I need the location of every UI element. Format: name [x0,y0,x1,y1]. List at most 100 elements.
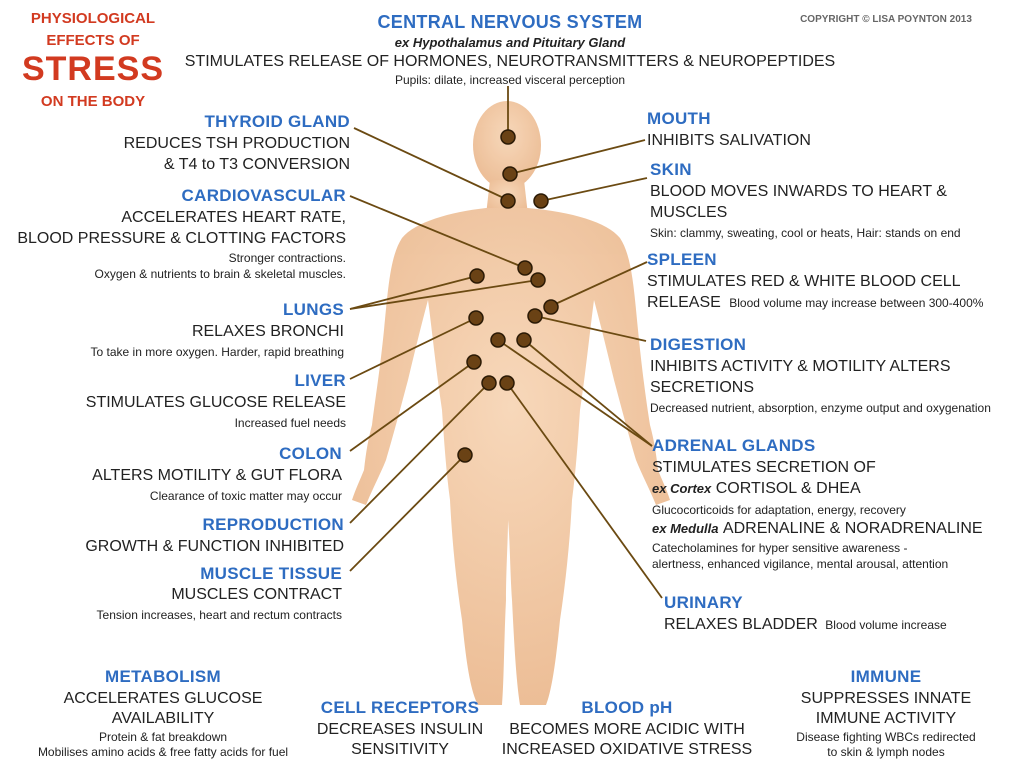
lungs-heading: LUNGS [283,300,344,319]
lungs-line1: RELAXES BRONCHI [191,323,344,340]
dot-muscle [457,447,473,463]
adrenal-block: ADRENAL GLANDS STIMULATES SECRETION OF e… [652,436,983,571]
dot-thyroid [500,193,516,209]
cns-block: CENTRAL NERVOUS SYSTEM ex Hypothalamus a… [170,12,850,87]
reproduction-heading: REPRODUCTION [202,515,344,534]
spleen-line2-row: RELEASE Blood volume may increase betwee… [647,294,983,312]
metabolism-heading: METABOLISM [104,667,221,686]
skin-heading: SKIN [650,160,692,179]
organ-dots [457,129,559,463]
dot-cardio [517,260,533,276]
spleen-detail: Blood volume may increase between 300-40… [729,296,984,310]
muscle-block: MUSCLE TISSUE MUSCLES CONTRACT Tension i… [97,564,342,622]
liver-detail: Increased fuel needs [234,416,346,430]
urinary-row: RELAXES BLADDER Blood volume increase [664,616,947,634]
mouth-line1: INHIBITS SALIVATION [647,132,811,149]
title-stress: STRESS [21,50,165,88]
adrenal-detail3: alertness, enhanced vigilance, mental ar… [652,557,949,571]
blood-ph-line2: INCREASED OXIDATIVE STRESS [501,741,753,758]
dot-mouth [502,166,518,182]
dot-reproduction [481,375,497,391]
muscle-line1: MUSCLES CONTRACT [171,586,342,603]
adrenal-cortex-row: ex Cortex CORTISOL & DHEA [652,480,983,498]
cns-subheading: ex Hypothalamus and Pituitary Gland [394,35,626,50]
cns-heading: CENTRAL NERVOUS SYSTEM [377,12,643,32]
digestion-line1: INHIBITS ACTIVITY & MOTILITY ALTERS [650,358,951,375]
urinary-block: URINARY RELAXES BLADDER Blood volume inc… [664,593,947,634]
thyroid-line2: & T4 to T3 CONVERSION [163,156,350,173]
adrenal-detail2: Catecholamines for hyper sensitive aware… [652,541,908,555]
liver-line1: STIMULATES GLUCOSE RELEASE [85,394,346,411]
dot-liver [468,310,484,326]
cns-detail: Pupils: dilate, increased visceral perce… [394,73,626,87]
adrenal-medulla-text: ADRENALINE & NORADRENALINE [722,520,983,537]
blood-ph-line1: BECOMES MORE ACIDIC WITH [509,721,745,738]
dot-colon [466,354,482,370]
thyroid-line1: REDUCES TSH PRODUCTION [123,135,350,152]
immune-heading: IMMUNE [850,667,922,686]
metabolism-line1: ACCELERATES GLUCOSE [63,690,263,707]
immune-line2: IMMUNE ACTIVITY [815,710,957,727]
colon-heading: COLON [279,444,342,463]
adrenal-cortex-text: CORTISOL & DHEA [715,480,861,497]
dot-urinary [499,375,515,391]
connector-lines [349,86,663,599]
copyright: COPYRIGHT © LISA POYNTON 2013 [800,14,972,25]
cardio-heading: CARDIOVASCULAR [181,186,346,205]
cell-receptors-line2: SENSITIVITY [351,741,449,758]
title-line4: ON THE BODY [40,93,146,110]
lungs-detail: To take in more oxygen. Harder, rapid br… [90,345,344,359]
urinary-heading: URINARY [664,593,743,612]
spleen-heading: SPLEEN [647,250,717,269]
cardio-block: CARDIOVASCULAR ACCELERATES HEART RATE, B… [17,186,346,281]
thyroid-heading: THYROID GLAND [204,112,350,131]
cardio-detail2: Oxygen & nutrients to brain & skeletal m… [94,267,346,281]
dot-lung-left [469,268,485,284]
dot-adrenal-left [490,332,506,348]
reproduction-line1: GROWTH & FUNCTION INHIBITED [85,538,344,555]
dot-digestion [527,308,543,324]
metabolism-detail1: Protein & fat breakdown [98,730,228,744]
muscle-detail: Tension increases, heart and rectum cont… [96,608,342,622]
cell-receptors-block: CELL RECEPTORS DECREASES INSULIN SENSITI… [300,698,500,759]
blood-ph-block: BLOOD pH BECOMES MORE ACIDIC WITH INCREA… [497,698,757,759]
spleen-line2: RELEASE [647,294,721,311]
title-line2: EFFECTS OF [46,32,140,49]
cardio-line1: ACCELERATES HEART RATE, [121,209,346,226]
cell-receptors-line1: DECREASES INSULIN [316,721,484,738]
skin-line2: MUSCLES [650,204,728,221]
metabolism-detail2: Mobilises amino acids & free fatty acids… [37,745,289,759]
dot-spleen [543,299,559,315]
dot-lung-right [530,272,546,288]
mouth-heading: MOUTH [647,109,711,128]
skin-detail: Skin: clammy, sweating, cool or heats, H… [650,226,961,240]
immune-block: IMMUNE SUPPRESSES INNATE IMMUNE ACTIVITY… [766,667,1006,759]
cell-receptors-heading: CELL RECEPTORS [320,698,480,717]
adrenal-cortex-label: ex Cortex [652,481,712,496]
urinary-line1: RELAXES BLADDER [664,616,818,633]
skin-block: SKIN BLOOD MOVES INWARDS TO HEART & MUSC… [650,160,961,240]
spleen-line1: STIMULATES RED & WHITE BLOOD CELL [647,273,961,290]
adrenal-medulla-label: ex Medulla [652,521,719,536]
muscle-heading: MUSCLE TISSUE [200,564,342,583]
dot-skin [533,193,549,209]
cardio-line2: BLOOD PRESSURE & CLOTTING FACTORS [17,230,346,247]
liver-heading: LIVER [294,371,346,390]
blood-ph-heading: BLOOD pH [581,698,673,717]
urinary-detail: Blood volume increase [825,618,947,632]
thyroid-block: THYROID GLAND REDUCES TSH PRODUCTION & T… [124,112,350,174]
digestion-line2: SECRETIONS [650,379,755,396]
colon-block: COLON ALTERS MOTILITY & GUT FLORA Cleara… [92,444,342,503]
liver-block: LIVER STIMULATES GLUCOSE RELEASE Increas… [86,371,346,430]
title-line1: PHYSIOLOGICAL [30,10,156,27]
dot-cns [500,129,516,145]
reproduction-block: REPRODUCTION GROWTH & FUNCTION INHIBITED [85,515,344,556]
cardio-detail1: Stronger contractions. [228,251,346,265]
lungs-block: LUNGS RELAXES BRONCHI To take in more ox… [91,300,344,359]
adrenal-detail1: Glucocorticoids for adaptation, energy, … [652,503,906,517]
mouth-block: MOUTH INHIBITS SALIVATION [647,109,811,150]
colon-detail: Clearance of toxic matter may occur [149,489,342,503]
skin-line1: BLOOD MOVES INWARDS TO HEART & [650,183,947,200]
metabolism-block: METABOLISM ACCELERATES GLUCOSE AVAILABIL… [18,667,308,759]
